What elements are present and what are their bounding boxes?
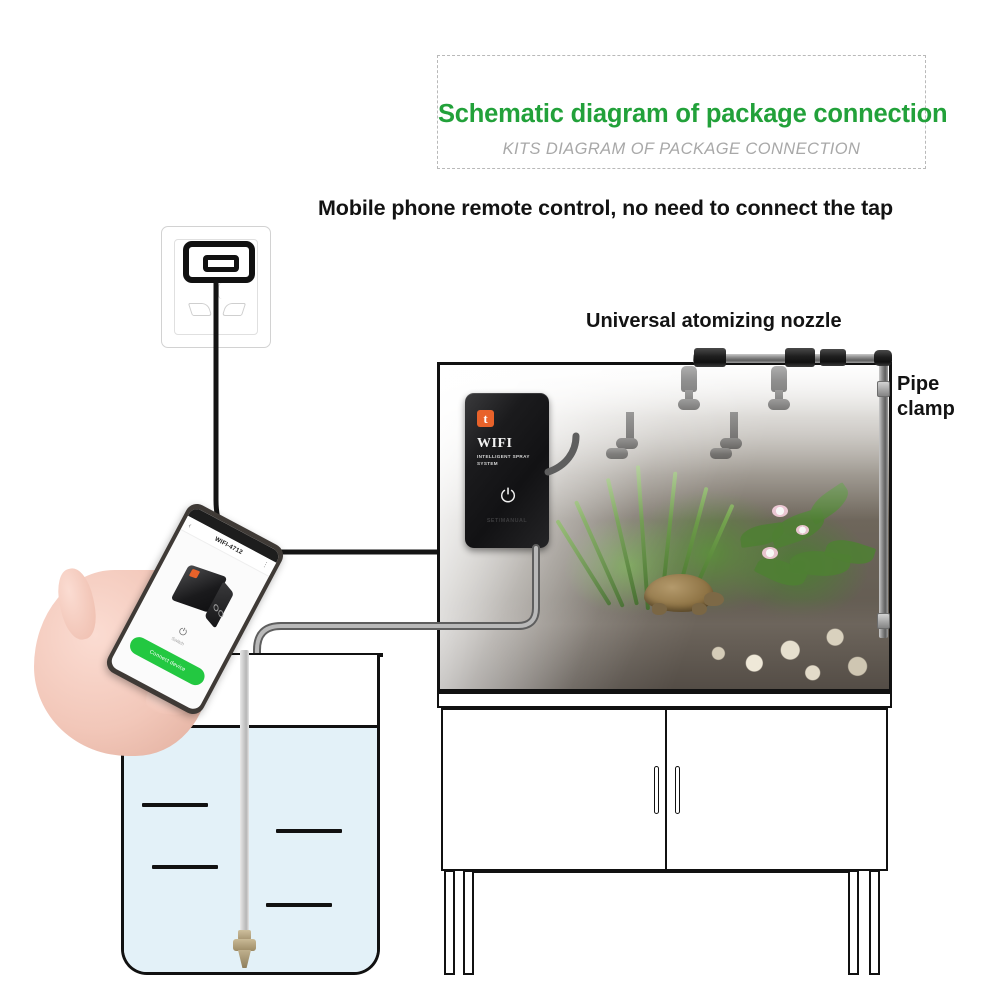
water-level-mark [152, 865, 218, 869]
hand-holding-phone: ‹ WIFI-4712 ⋮ ⏻ Switch Connect device [34, 499, 288, 757]
cabinet [441, 708, 888, 871]
bucket-water-line [121, 725, 380, 729]
power-plug [183, 241, 255, 283]
cabinet-handle-right[interactable] [675, 766, 680, 814]
intake-filter [233, 930, 256, 968]
nozzle-elbow [768, 399, 790, 410]
nozzle-tip [710, 448, 732, 459]
plug-slot [203, 255, 239, 272]
header-banner: Schematic diagram of package connection … [437, 55, 948, 169]
nozzle-drop-arm [606, 412, 640, 464]
stand-lower-rail [474, 870, 848, 873]
nozzle-neck [730, 412, 738, 440]
intake-filter-tip [238, 950, 251, 968]
pipe-tee-joint [785, 348, 815, 367]
controller-subtitle-line1: INTELLIGENT SPRAY [477, 454, 530, 459]
device-preview-image [163, 553, 244, 631]
controller-wifi-label: WIFI [477, 436, 513, 451]
intake-filter-cap [238, 930, 251, 940]
water-level-mark [276, 829, 342, 833]
wifi-controller[interactable]: t WIFI INTELLIGENT SPRAY SYSTEM ⏻ SET/MA… [465, 393, 549, 548]
caption-pipe-clamp: Pipe clamp [897, 373, 955, 420]
pipe-coupler-joint [820, 349, 846, 366]
cabinet-door-divider [664, 710, 667, 869]
socket-earth-slot [218, 283, 229, 299]
nozzle-neck [775, 390, 783, 402]
stand-leg [869, 870, 880, 975]
water-level-mark [266, 903, 332, 907]
page-subtitle: KITS DIAGRAM OF PACKAGE CONNECTION [502, 140, 861, 158]
atomizing-nozzle [676, 366, 702, 410]
water-level-mark [142, 803, 208, 807]
nozzle-elbow [678, 399, 700, 410]
pipe-clamp [877, 381, 890, 397]
pipe-clamp [877, 613, 890, 629]
nozzle-elbow [616, 438, 638, 449]
nozzle-neck [626, 412, 634, 440]
cabinet-handle-left[interactable] [654, 766, 659, 814]
nozzle-body [771, 366, 787, 392]
controller-mode-label: SET/MANUAL [486, 518, 528, 524]
socket-slot-right [221, 303, 247, 316]
stand-leg [444, 870, 455, 975]
brand-logo-icon: t [477, 410, 494, 427]
nozzle-body [681, 366, 697, 392]
page-title: Schematic diagram of package connection [438, 100, 948, 128]
pipe-vertical [879, 358, 888, 638]
nozzle-drop-arm [710, 412, 744, 464]
stand-leg [848, 870, 859, 975]
controller-subtitle-line2: SYSTEM [477, 461, 498, 466]
phone-screen[interactable]: ‹ WIFI-4712 ⋮ ⏻ Switch Connect device [108, 506, 282, 712]
atomizing-nozzle [766, 366, 792, 410]
intake-tube [240, 650, 249, 938]
stand-top-rail [437, 692, 892, 708]
stand-leg [463, 870, 474, 975]
pipe-tee-joint [694, 348, 726, 367]
power-icon[interactable]: ⏻ [500, 486, 516, 507]
nozzle-tip [606, 448, 628, 459]
intake-filter-body [233, 939, 256, 951]
nozzle-neck [685, 390, 693, 402]
caption-atomizing-nozzle: Universal atomizing nozzle [586, 310, 842, 332]
pipe-elbow-joint [874, 350, 892, 366]
wall-socket [161, 226, 271, 348]
nozzle-elbow [720, 438, 742, 449]
caption-remote-control: Mobile phone remote control, no need to … [318, 196, 894, 220]
